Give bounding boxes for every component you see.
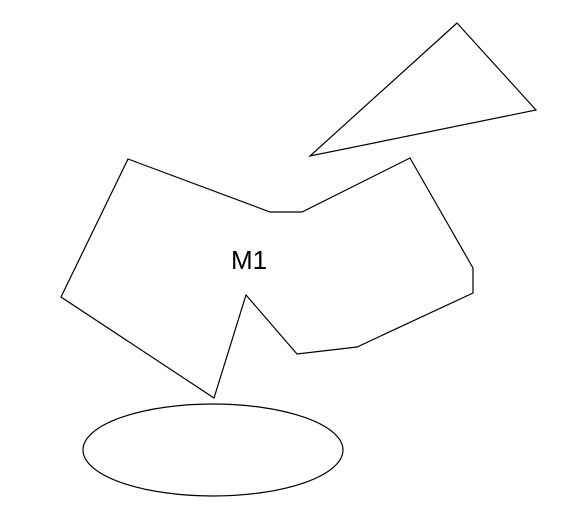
triangle-shape	[307, 22, 538, 158]
ellipse-shape	[82, 403, 344, 497]
polygon-m1-shape	[60, 157, 474, 399]
polygon-m1-label: M1	[231, 245, 267, 275]
